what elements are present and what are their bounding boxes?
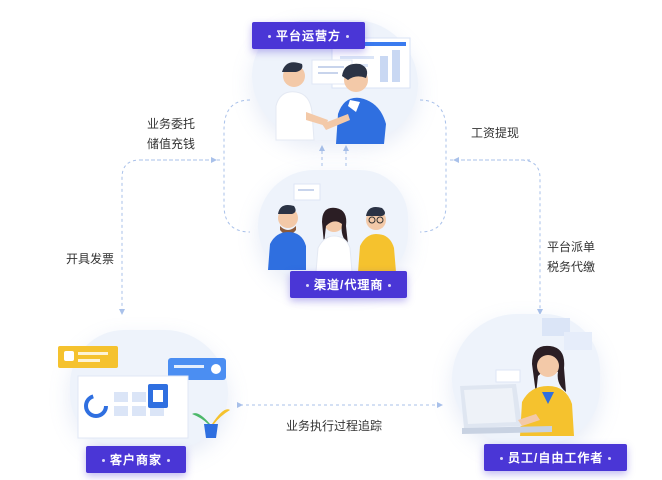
entrust-line2: 储值充钱 — [147, 137, 196, 151]
dispatch-line — [450, 159, 543, 315]
client-label: 客户商家 — [110, 453, 163, 467]
invoice-line — [119, 159, 220, 315]
platform-illustration — [275, 37, 411, 144]
dispatch-line2: 税务代缴 — [547, 260, 596, 274]
salary-label: 工资提现 — [471, 126, 520, 140]
client-illustration — [58, 346, 230, 439]
platform-tag: 平台运营方 — [252, 22, 366, 49]
invoice-label: 开具发票 — [66, 252, 115, 266]
worker-illustration — [460, 318, 592, 436]
entrust-label: 业务委托 储值充钱 — [147, 114, 195, 154]
channel-label: 渠道/代理商 — [314, 278, 384, 292]
client-tag: 客户商家 — [86, 446, 187, 473]
worker-tag: 员工/自由工作者 — [484, 444, 628, 471]
platform-label: 平台运营方 — [276, 29, 342, 43]
entrust-line1: 业务委托 — [147, 117, 196, 131]
left-loop-line — [223, 99, 251, 233]
dispatch-label: 平台派单 税务代缴 — [547, 237, 595, 277]
worker-label: 员工/自由工作者 — [508, 451, 604, 465]
tracking-label: 业务执行过程追踪 — [286, 419, 383, 433]
dispatch-line1: 平台派单 — [547, 240, 596, 254]
channel-tag: 渠道/代理商 — [290, 271, 408, 298]
right-loop-line — [419, 99, 447, 233]
channel-illustration — [268, 183, 396, 273]
